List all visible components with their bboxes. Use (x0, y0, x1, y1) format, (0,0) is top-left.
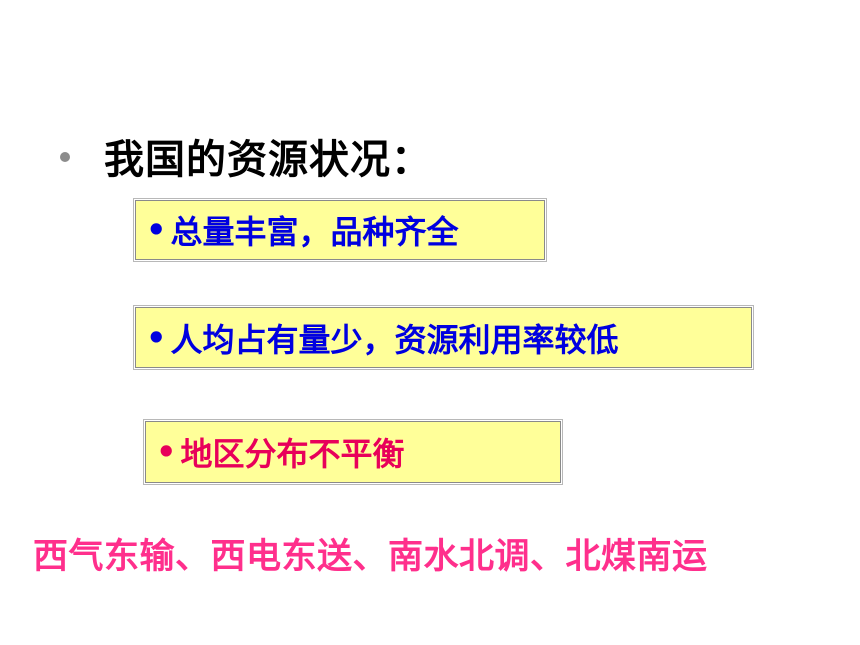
box-text: 人均占有量少，资源利用率较低 (170, 320, 619, 359)
bullet-dot-icon (60, 152, 70, 162)
heading-title: 我国的资源状况： (104, 137, 432, 183)
box-per-capita-low: • 人均占有量少，资源利用率较低 (135, 307, 752, 368)
box-text: 总量丰富，品种齐全 (170, 213, 459, 251)
heading-row: 我国的资源状况： (60, 126, 432, 186)
box-bullet: • (156, 433, 177, 471)
box-uneven-distribution: • 地区分布不平衡 (145, 421, 561, 483)
box-bullet: • (146, 318, 167, 357)
box-bullet: • (146, 211, 167, 249)
transfer-projects-text: 西气东输、西电东送、南水北调、北煤南运 (33, 536, 708, 577)
box-text: 地区分布不平衡 (180, 435, 405, 473)
box-total-rich: • 总量丰富，品种齐全 (135, 200, 545, 260)
